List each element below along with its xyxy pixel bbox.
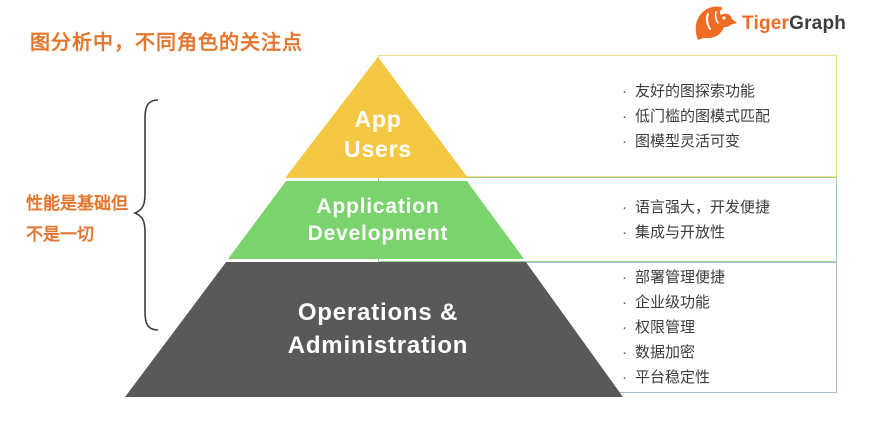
list-item: · 图模型灵活可变 — [622, 129, 836, 154]
bullet-text: 友好的图探索功能 — [635, 82, 756, 100]
layer-label-line: App — [354, 106, 402, 132]
list-item: · 权限管理 — [622, 315, 836, 340]
list-item: · 集成与开放性 — [622, 220, 836, 245]
logo-text-tiger: Tiger — [742, 13, 790, 34]
layer-label-operations-administration: Operations & Administration — [128, 296, 628, 362]
bullet-dot-icon: · — [622, 269, 627, 286]
logo-text: TigerGraph — [742, 13, 846, 35]
brace-icon — [132, 99, 159, 331]
bullet-list-app-users: · 友好的图探索功能 · 低门槛的图模式匹配 · 图模型灵活可变 — [379, 56, 836, 176]
layer-label-line: Administration — [287, 332, 469, 359]
tiger-head-icon — [695, 6, 737, 40]
bullet-dot-icon: · — [622, 198, 627, 216]
bullet-dot-icon: · — [622, 344, 627, 361]
layer-label-application-development: Application Development — [228, 193, 528, 247]
list-item: · 语言强大，开发便捷 — [622, 195, 836, 220]
bullet-dot-icon: · — [622, 294, 627, 311]
side-note-line-2: 不是一切 — [26, 225, 94, 244]
bullet-list-operations-administration: · 部署管理便捷 · 企业级功能 · 权限管理 · 数据加密 · 平台稳定性 — [379, 263, 836, 392]
layer-label-line: Users — [344, 136, 412, 162]
bullet-text: 平台稳定性 — [635, 369, 711, 386]
bullet-text: 企业级功能 — [635, 294, 711, 311]
bullet-text: 权限管理 — [635, 319, 696, 336]
layer-label-app-users: App Users — [255, 104, 501, 164]
list-item: · 企业级功能 — [622, 290, 836, 315]
pyramid-layer-application-development — [228, 181, 524, 259]
bullet-text: 集成与开放性 — [635, 223, 726, 241]
page-title: 图分析中，不同角色的关注点 — [30, 32, 303, 54]
note-box-app-users: · 友好的图探索功能 · 低门槛的图模式匹配 · 图模型灵活可变 — [378, 55, 837, 177]
bullet-text: 图模型灵活可变 — [635, 132, 741, 150]
layer-label-line: Application — [316, 195, 440, 218]
tigergraph-logo: TigerGraph — [692, 4, 846, 44]
bullet-text: 低门槛的图模式匹配 — [635, 107, 771, 125]
bullet-text: 数据加密 — [635, 344, 696, 361]
bullet-text: 语言强大，开发便捷 — [635, 198, 771, 216]
layer-label-line: Operations & — [297, 299, 459, 326]
bullet-dot-icon: · — [622, 82, 627, 100]
bullet-dot-icon: · — [622, 132, 627, 150]
bullet-list-application-development: · 语言强大，开发便捷 · 集成与开放性 — [379, 178, 836, 261]
list-item: · 低门槛的图模式匹配 — [622, 104, 836, 129]
list-item: · 平台稳定性 — [622, 365, 836, 390]
side-note-line-1: 性能是基础但 — [26, 194, 128, 213]
bullet-dot-icon: · — [622, 107, 627, 125]
bullet-dot-icon: · — [622, 319, 627, 336]
list-item: · 部署管理便捷 — [622, 265, 836, 290]
bullet-text: 部署管理便捷 — [635, 269, 726, 286]
side-note: 性能是基础但 不是一切 — [26, 188, 156, 250]
layer-label-line: Development — [307, 222, 449, 245]
bullet-dot-icon: · — [622, 223, 627, 241]
bullet-dot-icon: · — [622, 369, 627, 386]
list-item: · 友好的图探索功能 — [622, 79, 836, 104]
logo-text-graph: Graph — [789, 13, 847, 34]
list-item: · 数据加密 — [622, 340, 836, 365]
